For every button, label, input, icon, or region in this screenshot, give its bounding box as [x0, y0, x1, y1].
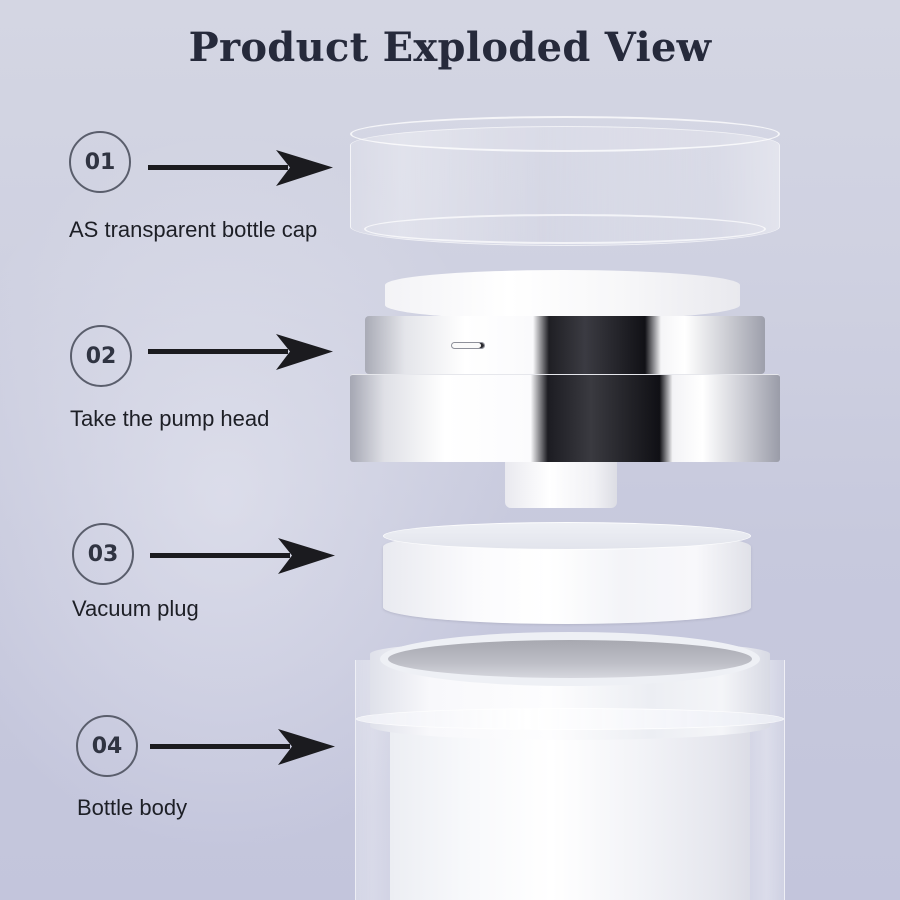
part-number-badge-04: 04	[76, 715, 138, 777]
part-label-01: AS transparent bottle cap	[69, 217, 318, 242]
part-number-badge-01: 01	[69, 131, 131, 193]
pump-stem	[505, 462, 617, 508]
arrow-right-icon	[148, 150, 333, 186]
bottle-thread-ring	[356, 708, 784, 730]
page-title: Product Exploded View	[188, 24, 712, 71]
part-number-badge-02: 02	[70, 325, 132, 387]
part-label-04: Bottle body	[77, 795, 188, 820]
plug-top	[383, 522, 751, 550]
cap-top-rim	[350, 116, 780, 152]
cap-bottom-rim	[364, 214, 766, 244]
pump-nozzle-slot	[451, 342, 485, 349]
part-label-03: Vacuum plug	[72, 596, 199, 621]
vacuum-plug-illustration	[383, 522, 751, 630]
pump-head-illustration	[345, 268, 785, 508]
bottle-body-illustration	[350, 630, 790, 900]
arrow-right-icon	[150, 538, 335, 574]
pump-lower-collar	[350, 374, 780, 462]
part-label-02: Take the pump head	[70, 406, 270, 431]
transparent-bottle-cap-illustration	[350, 112, 780, 250]
part-number-badge-03: 03	[72, 523, 134, 585]
pump-top-disc	[385, 270, 740, 320]
bottle-mouth	[380, 632, 760, 686]
arrow-right-icon	[148, 334, 333, 370]
bottle-inner-body	[390, 720, 750, 900]
pump-upper-collar	[365, 316, 765, 374]
arrow-right-icon	[150, 729, 335, 765]
